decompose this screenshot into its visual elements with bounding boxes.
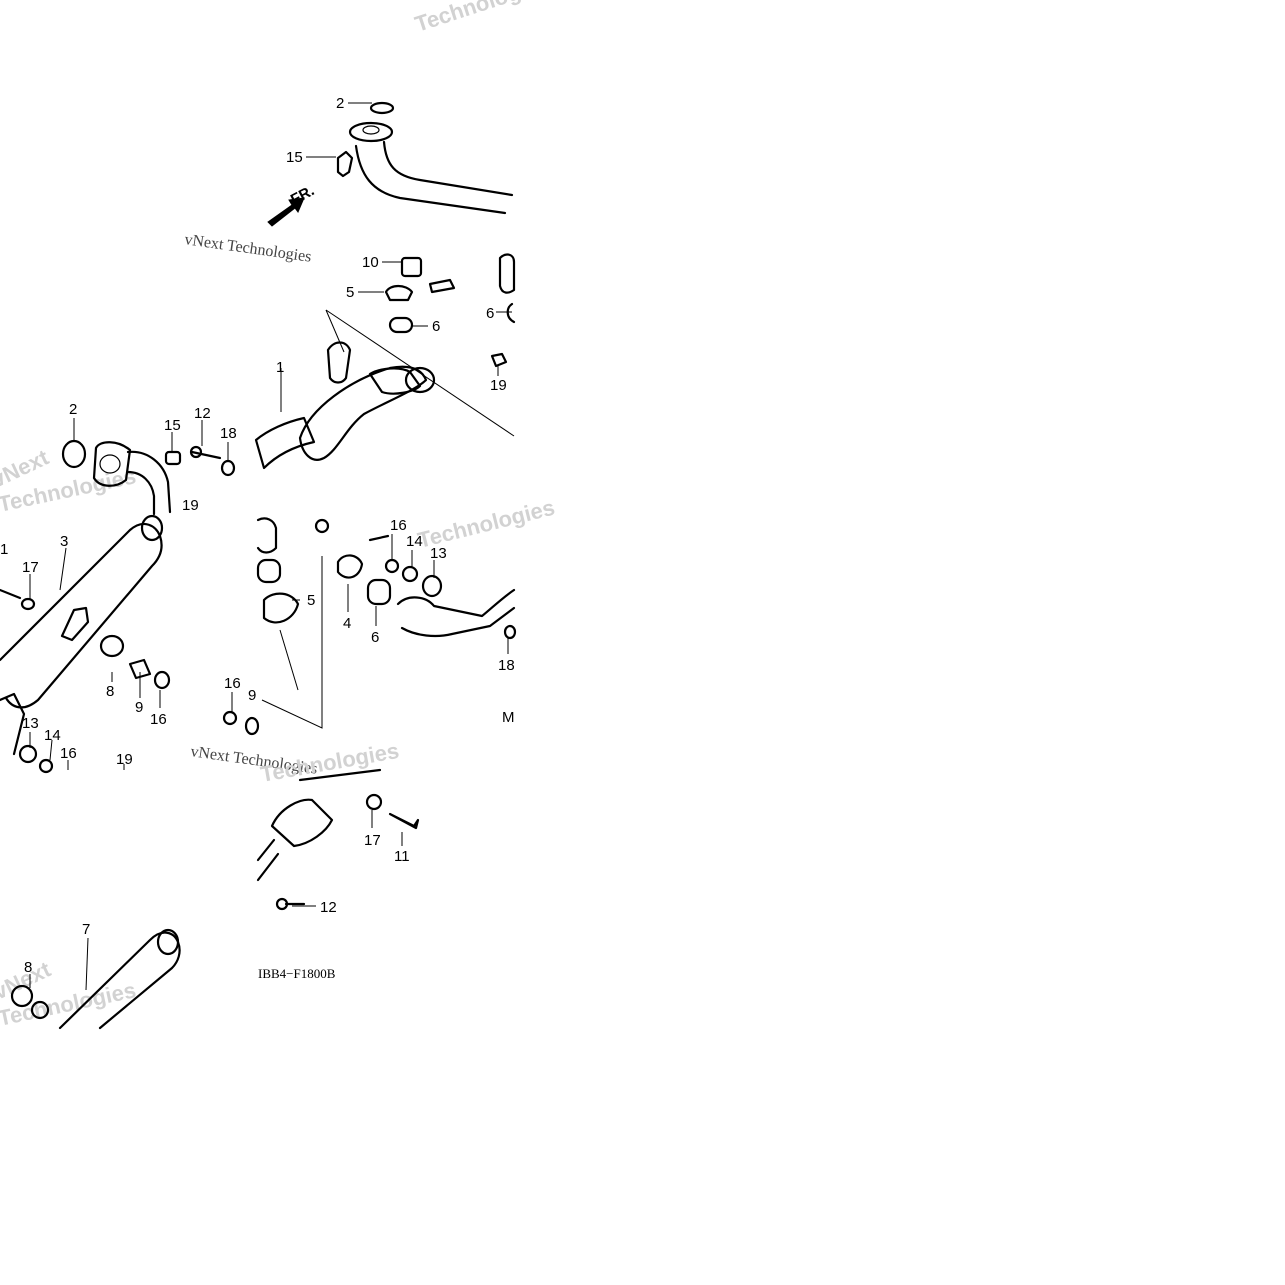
callout-19: 19 [490, 377, 507, 394]
callout-14: 14 [44, 727, 61, 744]
callout-13: 13 [22, 715, 39, 732]
callout-18: 18 [220, 425, 237, 442]
callout-6: 6 [486, 305, 494, 322]
callout-16: 16 [150, 711, 167, 728]
callout-19: 19 [116, 751, 133, 768]
callout-12: 12 [320, 899, 337, 916]
callout-19: 19 [182, 497, 199, 514]
watermark: Technologies [412, 0, 553, 37]
callout-17: 17 [364, 832, 381, 849]
clamp-assembly [222, 517, 517, 736]
callout-4: 4 [343, 615, 351, 632]
callout-8: 8 [24, 959, 32, 976]
callout-15: 15 [286, 149, 303, 166]
callout-16: 16 [224, 675, 241, 692]
callout-6: 6 [432, 318, 440, 335]
callout-9: 9 [135, 699, 143, 716]
callout-labels: 2 15 10 5 6 6 19 1 2 15 12 18 19 1 17 3 … [0, 95, 515, 976]
callout-M: M [502, 709, 515, 726]
drawing-code: IBB4−F1800B [258, 966, 336, 981]
callout-5: 5 [307, 592, 315, 609]
callout-11: 11 [394, 848, 410, 865]
callout-10: 10 [362, 254, 379, 271]
callout-1: 1 [276, 359, 284, 376]
leader-lines [29, 102, 512, 991]
callout-9: 9 [248, 687, 256, 704]
watermark: vNext Technologies [183, 231, 312, 266]
callout-13: 13 [430, 545, 447, 562]
callout-16: 16 [390, 517, 407, 534]
watermark: Technologies [259, 738, 401, 787]
callout-15: 15 [164, 417, 181, 434]
callout-17: 17 [22, 559, 39, 576]
muffler-assembly [0, 514, 171, 774]
callout-18: 18 [498, 657, 515, 674]
muffler-lower [10, 928, 181, 1030]
callout-8: 8 [106, 683, 114, 700]
callout-3: 3 [60, 533, 68, 550]
callout-16: 16 [60, 745, 77, 762]
front-arrow-icon [267, 197, 305, 227]
callout-12: 12 [194, 405, 211, 422]
callout-2: 2 [336, 95, 344, 112]
callout-6: 6 [371, 629, 379, 646]
tail-pipe [256, 768, 420, 911]
callout-5: 5 [346, 284, 354, 301]
callout-1: 1 [0, 541, 8, 558]
exhaust-manifold [254, 253, 516, 470]
callout-2: 2 [69, 401, 77, 418]
exhaust-pipe-top [336, 101, 514, 215]
callout-14: 14 [406, 533, 423, 550]
callout-7: 7 [82, 921, 90, 938]
